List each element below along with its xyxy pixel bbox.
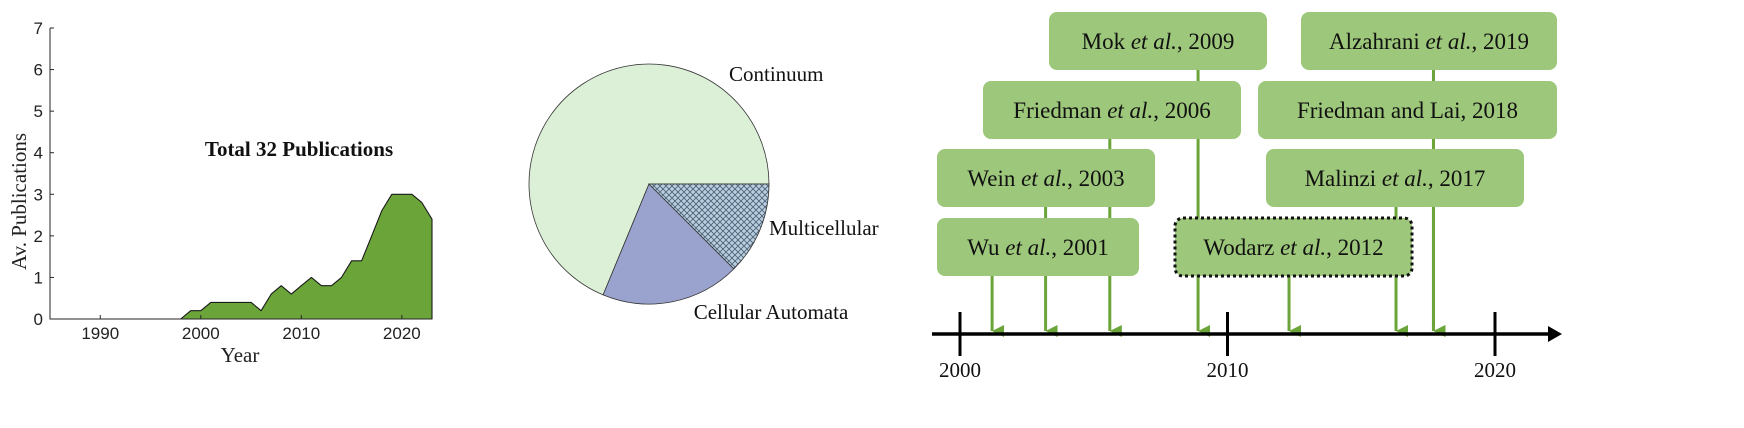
timeline-tick-label: 2020 [1474, 358, 1516, 382]
y-tick-label: 6 [34, 61, 43, 80]
event-box [1049, 12, 1267, 70]
x-tick-label: 2010 [282, 324, 320, 343]
y-tick-label: 3 [34, 185, 43, 204]
x-tick-label: 2000 [182, 324, 220, 343]
event-label: Friedman et al., 2006 [1013, 98, 1210, 123]
pie-slice [602, 183, 735, 305]
pie-label: Cellular Automata [694, 300, 849, 324]
event-box [937, 218, 1139, 276]
event-box [937, 149, 1155, 207]
timeline-axis-arrow [1548, 326, 1562, 342]
timeline-chart: 2000 2010 2020 Wu et al., 2001 Wein et al., … [932, 12, 1562, 382]
event-box [1173, 216, 1414, 278]
timeline-tick-label: 2000 [939, 358, 981, 382]
event-label: Wodarz et al., 2012 [1203, 235, 1383, 260]
event-label: Mok et al., 2009 [1082, 29, 1235, 54]
event-label: Malinzi et al., 2017 [1305, 166, 1486, 191]
x-tick-label: 2020 [383, 324, 421, 343]
area-series [49, 193, 433, 320]
event-box [1266, 149, 1524, 207]
pie-slice [648, 183, 770, 270]
pie-slice [528, 63, 770, 296]
y-tick-label: 1 [34, 268, 43, 287]
x-axis-label: Year [221, 343, 260, 367]
timeline-tick-label: 2010 [1207, 358, 1249, 382]
event-box [1301, 12, 1557, 70]
y-tick-label: 5 [34, 102, 43, 121]
y-tick-label: 4 [34, 144, 43, 163]
chart-annotation: Total 32 Publications [205, 137, 393, 161]
pie-label: Multicellular [769, 216, 879, 240]
y-tick-label: 7 [34, 19, 43, 38]
event-box [983, 81, 1241, 139]
event-label: Wu et al., 2001 [967, 235, 1109, 260]
y-tick-label: 0 [34, 310, 43, 329]
pie-label: Continuum [729, 62, 824, 86]
y-tick-label: 2 [34, 227, 43, 246]
x-tick-label: 1990 [81, 324, 119, 343]
y-axis-label: Av. Publications [7, 133, 31, 270]
event-label: Friedman and Lai, 2018 [1297, 98, 1518, 123]
event-label: Wein et al., 2003 [967, 166, 1124, 191]
event-label: Alzahrani et al., 2019 [1329, 29, 1529, 54]
event-box [1258, 81, 1557, 139]
